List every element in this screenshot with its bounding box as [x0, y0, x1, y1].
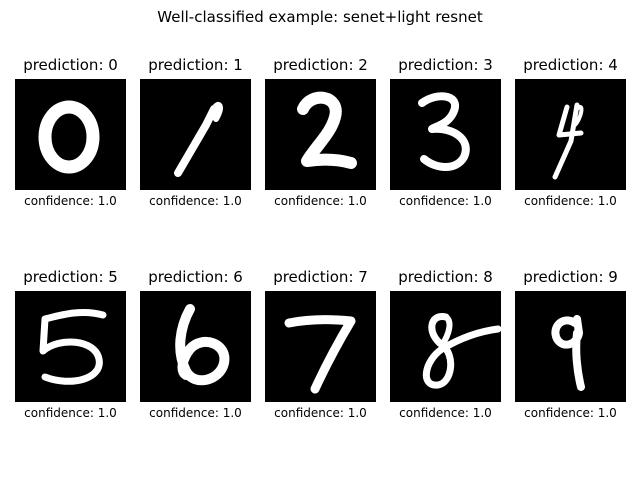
digit-image-9: [515, 291, 626, 402]
confidence-label: confidence: 1.0: [24, 406, 117, 420]
digit-image-4: [515, 79, 626, 190]
prediction-label: prediction: 9: [523, 268, 618, 286]
prediction-label: prediction: 0: [23, 56, 118, 74]
confidence-label: confidence: 1.0: [24, 194, 117, 208]
confidence-label: confidence: 1.0: [149, 406, 242, 420]
confidence-label: confidence: 1.0: [524, 406, 617, 420]
prediction-label: prediction: 6: [148, 268, 243, 286]
digit-image-3: [390, 79, 501, 190]
prediction-label: prediction: 7: [273, 268, 368, 286]
confidence-label: confidence: 1.0: [274, 194, 367, 208]
prediction-label: prediction: 4: [523, 56, 618, 74]
confidence-label: confidence: 1.0: [399, 194, 492, 208]
digit-image-6: [140, 291, 251, 402]
confidence-label: confidence: 1.0: [524, 194, 617, 208]
prediction-label: prediction: 8: [398, 268, 493, 286]
prediction-label: prediction: 1: [148, 56, 243, 74]
digit-image-7: [265, 291, 376, 402]
confidence-label: confidence: 1.0: [274, 406, 367, 420]
digit-image-1: [140, 79, 251, 190]
prediction-label: prediction: 3: [398, 56, 493, 74]
confidence-label: confidence: 1.0: [149, 194, 242, 208]
digit-image-5: [15, 291, 126, 402]
digit-image-2: [265, 79, 376, 190]
digit-image-8: [390, 291, 501, 402]
prediction-label: prediction: 2: [273, 56, 368, 74]
confidence-label: confidence: 1.0: [399, 406, 492, 420]
figure-title: Well-classified example: senet+light res…: [157, 8, 483, 26]
digit-image-0: [15, 79, 126, 190]
prediction-label: prediction: 5: [23, 268, 118, 286]
